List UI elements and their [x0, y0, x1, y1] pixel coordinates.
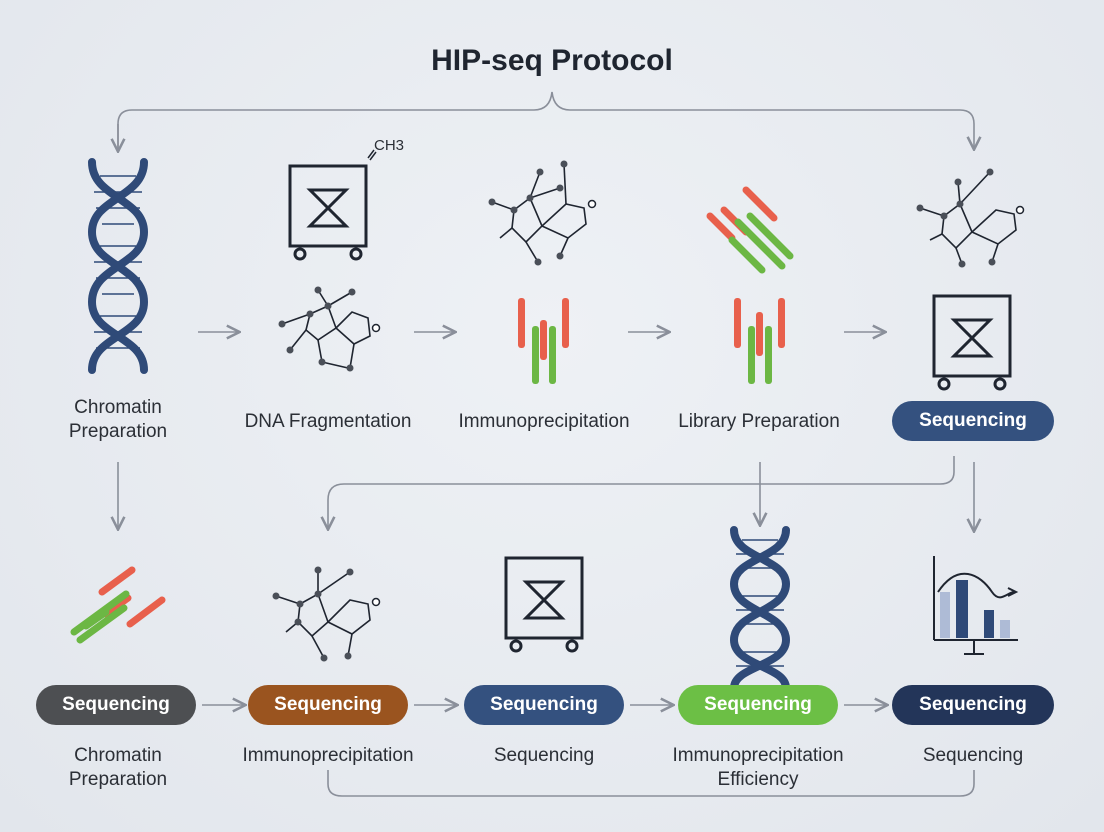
top-bracket-line [117, 91, 974, 148]
methyl-bond-icon [367, 149, 377, 161]
molecule-icon [272, 566, 381, 662]
sequencing-pill[interactable]: Sequencing [892, 401, 1054, 441]
molecule-icon [278, 286, 381, 372]
sequencing-pill-green[interactable]: Sequencing [678, 685, 838, 725]
bar-chart-icon [933, 556, 1019, 655]
sequencing-pill-blue[interactable]: Sequencing [464, 685, 624, 725]
bottom-bracket [327, 770, 975, 797]
molecule-icon [488, 160, 597, 266]
antibody-icon [734, 298, 785, 384]
step-label-library-preparation: Library Preparation [678, 411, 840, 432]
molecule-methyl-label: CH3 [374, 137, 405, 154]
molecule-icon [916, 168, 1025, 268]
dna-fragments-icon [706, 186, 794, 274]
sequencing-pill-brown[interactable]: Sequencing [248, 685, 408, 725]
sequencing-pill-gray[interactable]: Sequencing [36, 685, 196, 725]
return-connector [328, 456, 955, 528]
sequencer-icon [932, 294, 1012, 391]
bottom-label-immunoprecipitation: Immunoprecipitation [242, 745, 414, 766]
sequencing-pill-navy[interactable]: Sequencing [892, 685, 1054, 725]
dna-helix-icon [729, 526, 791, 692]
diagram-title: HIP-seq Protocol [431, 44, 673, 77]
step-label-chromatin-preparation: Chromatin Preparation [68, 397, 168, 442]
antibody-icon [518, 298, 569, 384]
bottom-label-sequencing-final: Sequencing [922, 745, 1024, 766]
sequencer-icon [504, 556, 584, 653]
step-label-immunoprecipitation: Immunoprecipitation [458, 411, 630, 432]
sequencer-icon [288, 164, 368, 261]
bottom-label-immunoprecipitation-efficiency: Immunoprecipitation Efficiency [672, 745, 844, 790]
dna-fragments-icon [70, 566, 166, 644]
dna-helix-icon [87, 158, 149, 374]
step-label-dna-fragmentation: DNA Fragmentation [244, 411, 412, 432]
bottom-label-sequencing: Sequencing [493, 745, 595, 766]
bottom-label-chromatin-preparation: Chromatin Preparation [68, 745, 168, 790]
